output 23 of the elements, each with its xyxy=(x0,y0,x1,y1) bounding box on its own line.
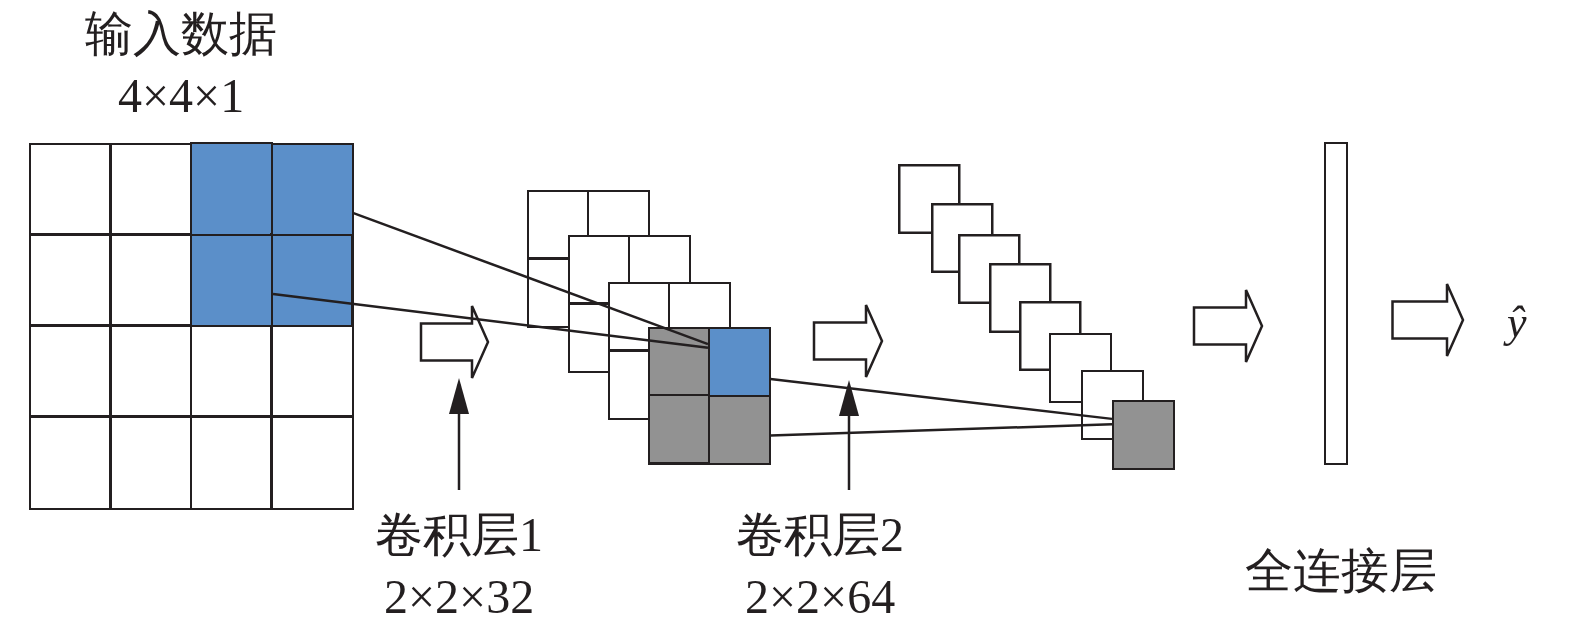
layer-dimensions: 2×2×32 xyxy=(384,569,535,625)
layer-title: 卷积层1 xyxy=(375,507,543,563)
layer-title: 输入数据 xyxy=(85,6,277,62)
layer-dimensions: 4×4×1 xyxy=(118,68,245,124)
leader-arrow xyxy=(449,378,469,490)
feature-map-grid xyxy=(648,327,771,465)
connection-line xyxy=(353,211,709,346)
connection-line xyxy=(770,423,1113,437)
layer-title: 全连接层 xyxy=(1245,543,1437,599)
flow-arrow xyxy=(1192,288,1264,364)
leader-arrow xyxy=(839,380,859,490)
grid-cell xyxy=(708,394,771,465)
feature-map xyxy=(1112,400,1175,470)
grid-cell xyxy=(708,327,771,397)
grid-cell xyxy=(270,142,354,237)
connection-line xyxy=(272,292,709,350)
connection-line xyxy=(770,377,1113,421)
flow-arrow xyxy=(419,304,490,380)
grid-cell xyxy=(190,233,273,328)
flow-arrow xyxy=(1391,282,1465,358)
layer-title: 卷积层2 xyxy=(736,507,904,563)
layer-dimensions: 2×2×64 xyxy=(745,569,896,625)
flow-arrow xyxy=(812,303,884,379)
